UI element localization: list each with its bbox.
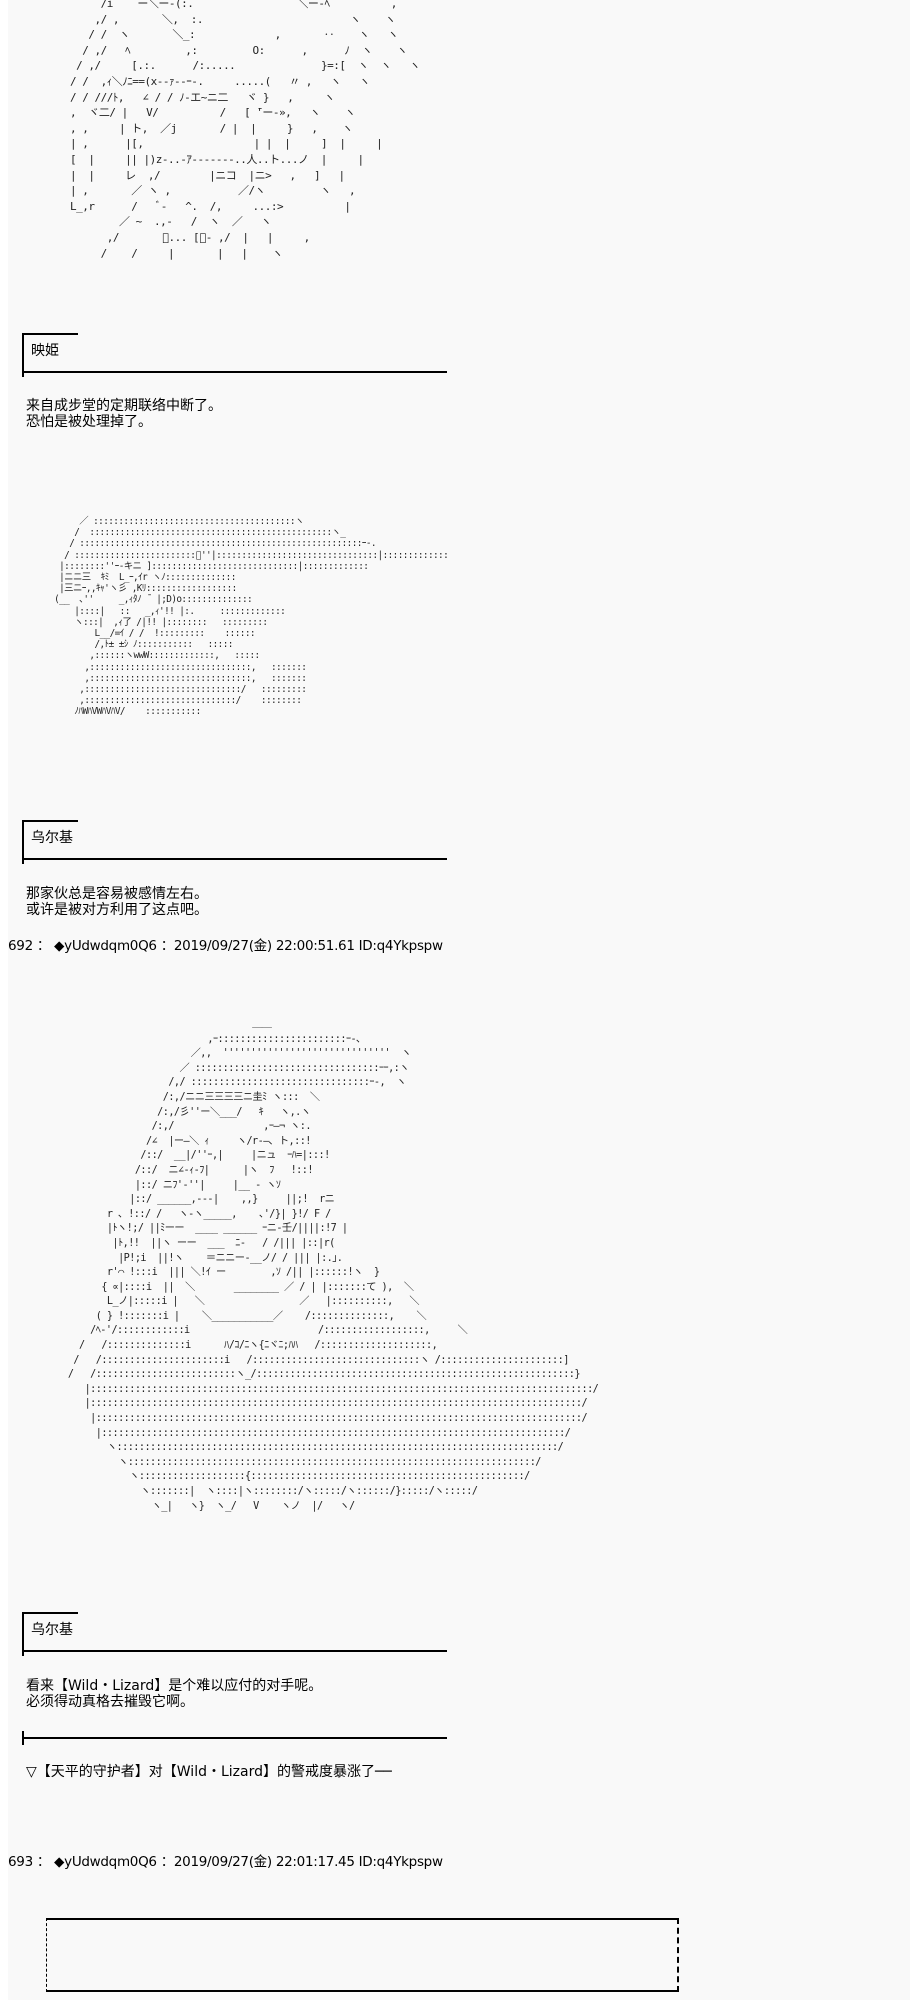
dialogue-line: 必须得动真格去摧毁它啊。 — [26, 1694, 194, 1710]
speaker-box-divider — [22, 371, 447, 373]
speaker-box-eiki: 映姫 — [22, 333, 447, 377]
ascii-art-warrior: ＿＿ ,ｰ:::::::::::::::::::::::ｰ-､ ／,, ''''… — [67, 1019, 599, 1512]
speaker-name: 乌尔基 — [31, 1622, 73, 1638]
post-header-693: 693 ： ◆yUdwdqm0Q6 ：2019/09/27(金) 22:01:1… — [8, 1854, 443, 1870]
dialogue-block: 看来【Wild・Lizard】是个难以应付的对手呢。 必须得动真格去摧毁它啊。 — [26, 1678, 322, 1710]
speaker-box-top-tick — [22, 333, 78, 335]
speaker-name: 映姫 — [31, 343, 59, 359]
dialogue-line: 看来【Wild・Lizard】是个难以应付的对手呢。 — [26, 1678, 323, 1694]
dialogue-line: 来自成步堂的定期联络中断了。 — [26, 398, 222, 414]
empty-frame-box — [46, 1918, 679, 1992]
section-divider — [22, 1731, 447, 1745]
ascii-art-figure: /i ー＼ー-(:. ＼ー-ﾍ , ,/ , ＼, :. ヽ ヽ / / ヽ ＼… — [70, 0, 420, 260]
ascii-art-knight: ／ ::::::::::::::::::::::::::::::::::::::… — [54, 516, 449, 718]
divider-tick — [22, 1731, 24, 1745]
dialogue-block: 那家伙总是容易被感情左右。 或许是被对方利用了这点吧。 — [26, 886, 208, 918]
speaker-box-urki-2: 乌尔基 — [22, 1612, 447, 1656]
dialogue-line: 那家伙总是容易被感情左右。 — [26, 886, 208, 902]
speaker-box-left-bar — [22, 1612, 24, 1656]
speaker-box-top-tick — [22, 1612, 78, 1614]
speaker-name: 乌尔基 — [31, 830, 73, 846]
speaker-box-divider — [22, 858, 447, 860]
speaker-box-divider — [22, 1650, 447, 1652]
speaker-box-top-tick — [22, 820, 78, 822]
speaker-box-urki: 乌尔基 — [22, 820, 447, 864]
dialogue-line: 或许是被对方利用了这点吧。 — [26, 902, 208, 918]
post-header-692: 692 ： ◆yUdwdqm0Q6 ：2019/09/27(金) 22:00:5… — [8, 938, 443, 954]
speaker-box-left-bar — [22, 333, 24, 377]
dialogue-block: 来自成步堂的定期联络中断了。 恐怕是被处理掉了。 — [26, 398, 222, 430]
dialogue-line: 恐怕是被处理掉了。 — [26, 414, 152, 430]
forum-post-page: /i ー＼ー-(:. ＼ー-ﾍ , ,/ , ＼, :. ヽ ヽ / / ヽ ＼… — [8, 0, 910, 2000]
system-message: ▽【天平的守护者】对【Wild・Lizard】的警戒度暴涨了── — [26, 1764, 392, 1780]
speaker-box-left-bar — [22, 820, 24, 864]
